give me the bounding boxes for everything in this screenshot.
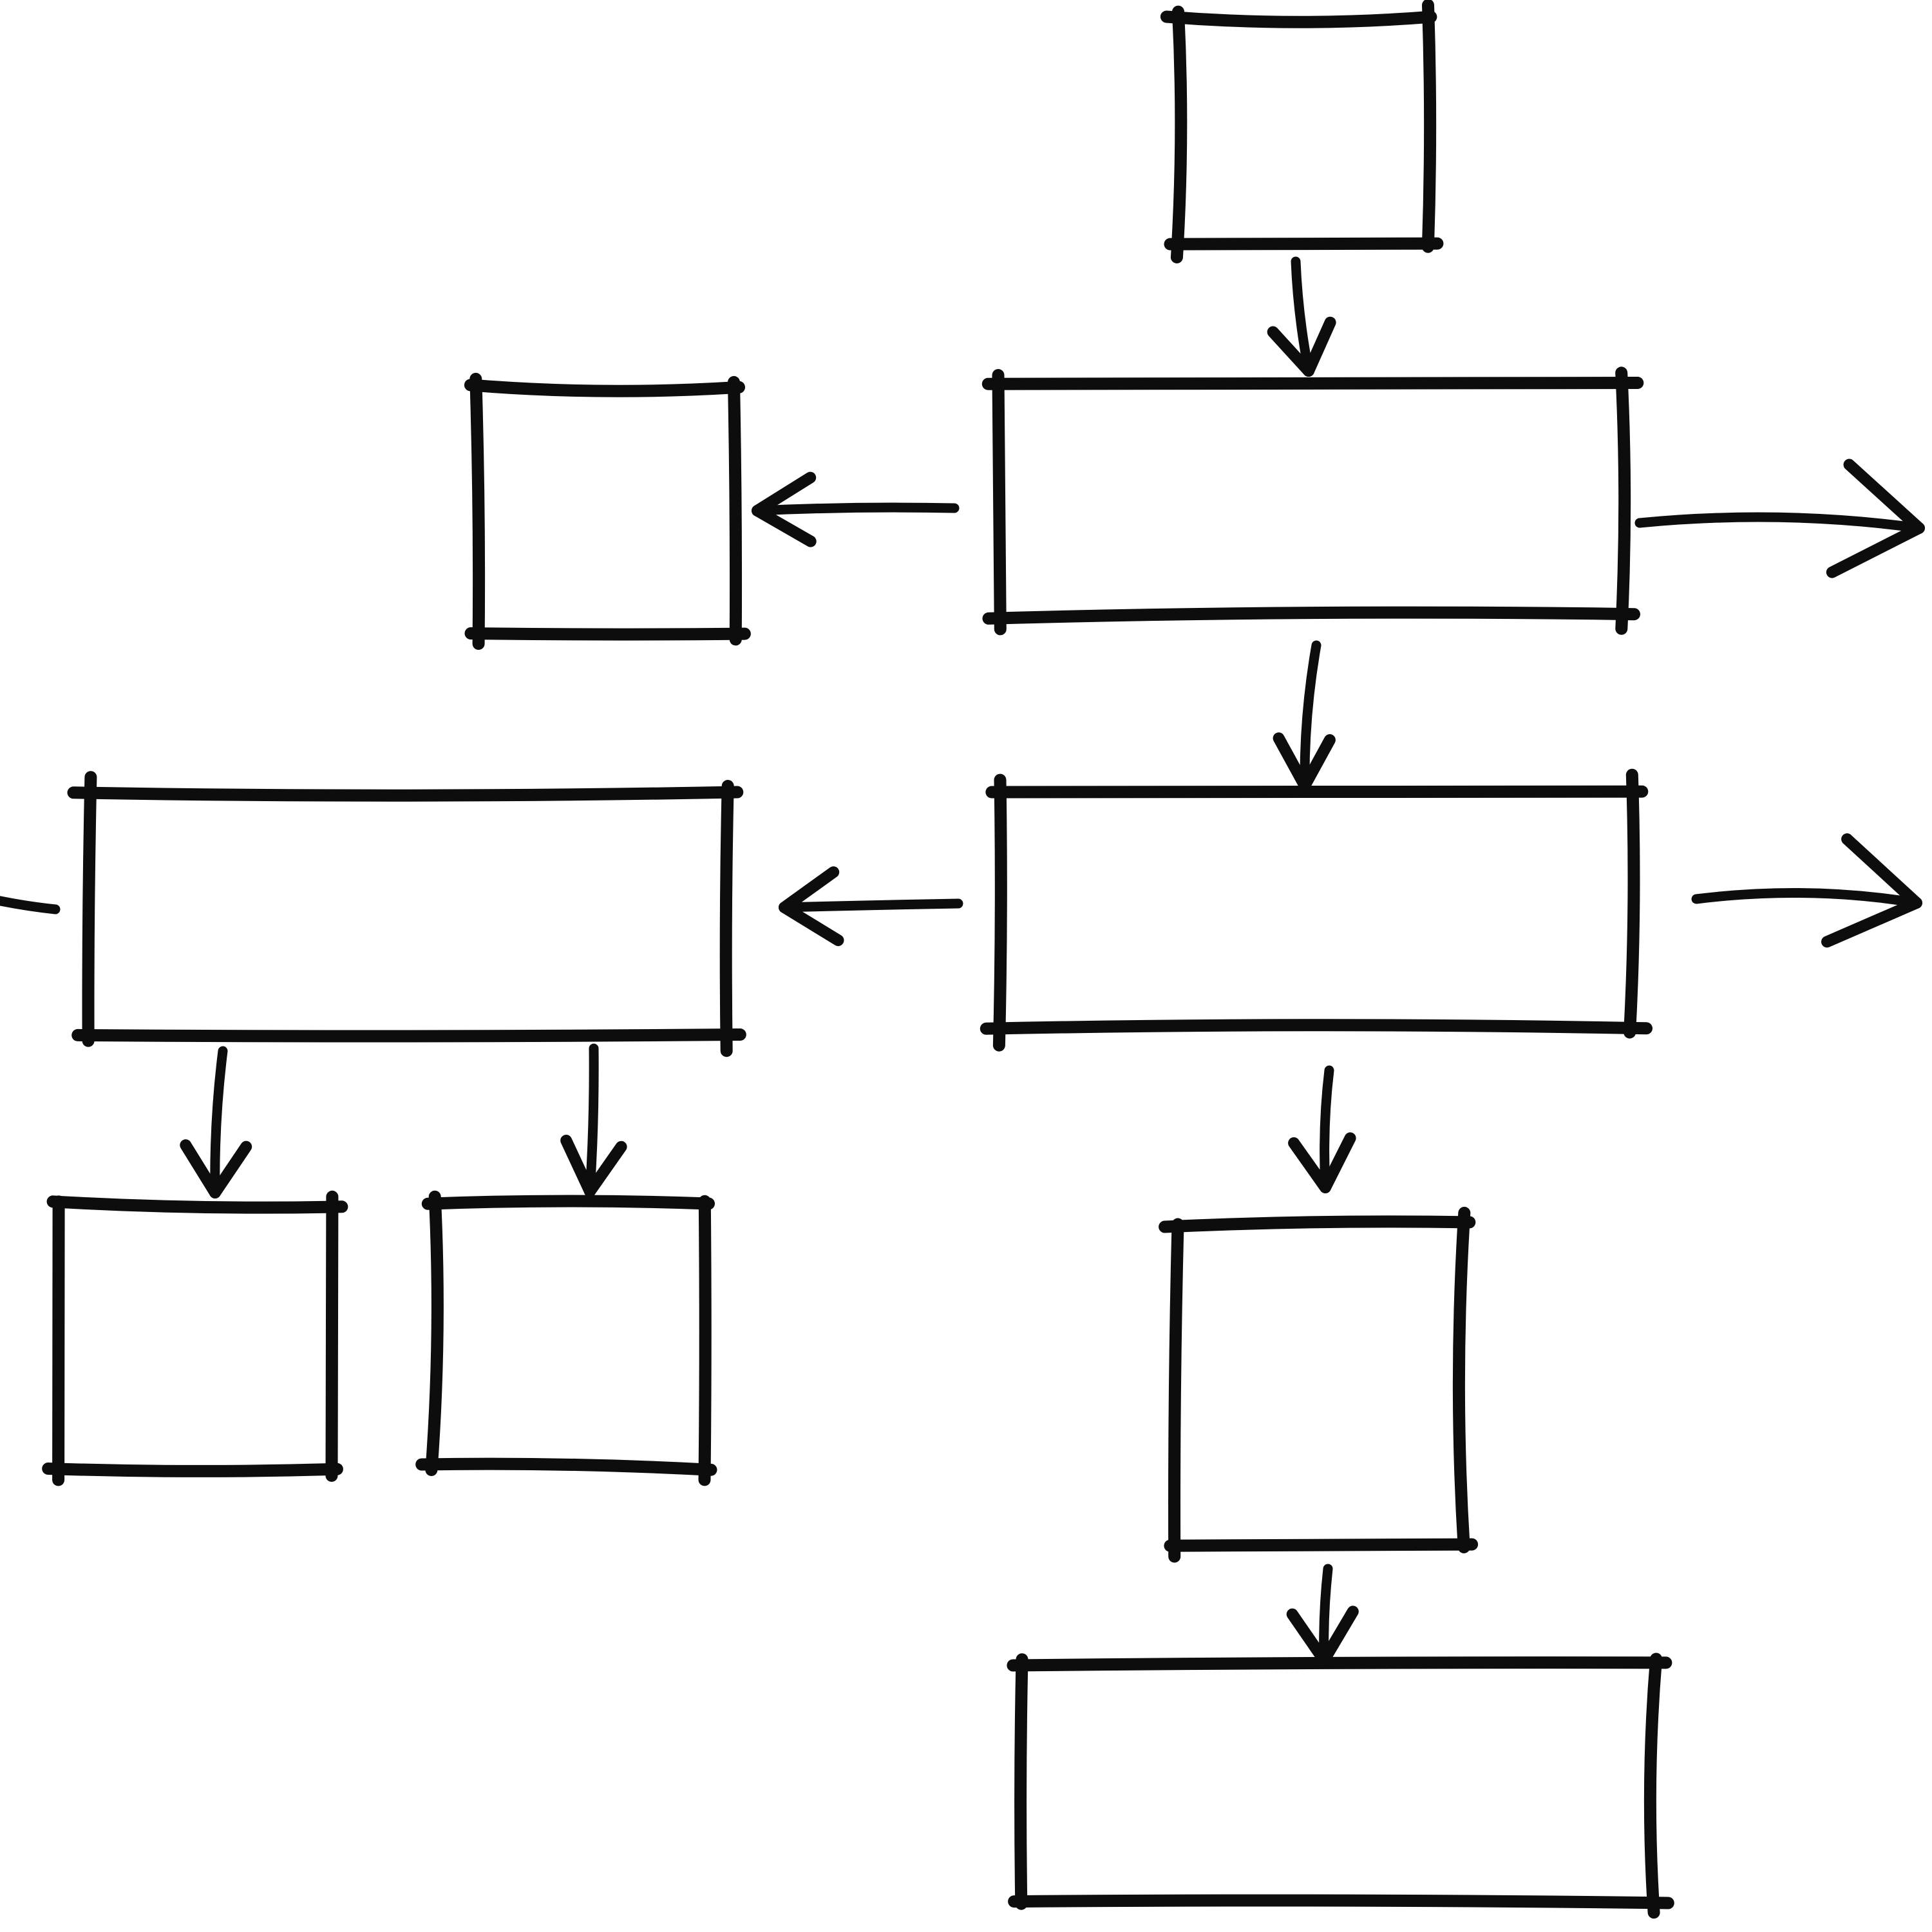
bottom-left-box-a [42, 1190, 348, 1486]
arrow-left-wide-to-box-b [560, 1043, 627, 1197]
left-small-box [464, 372, 751, 650]
top-small-box [1160, 0, 1444, 263]
right-wide-rect [980, 768, 1653, 1052]
bottom-wide-rect [1007, 1653, 1674, 1919]
arrow-left-wide-to-box-a [180, 1046, 252, 1198]
arrow-upper-right-exit [1634, 459, 1925, 578]
arrow-top-to-upper [1267, 256, 1336, 377]
left-wide-rect [67, 771, 746, 1057]
arrow-upper-to-left-small [752, 471, 960, 547]
bottom-left-box-b [415, 1190, 717, 1486]
arrow-small-to-bottom [1286, 1564, 1359, 1666]
arrow-upper-to-right-wide [1273, 640, 1336, 791]
arrow-right-wide-to-small [1288, 1065, 1356, 1193]
right-small-box [1159, 1206, 1479, 1563]
arrow-into-left-wide [779, 866, 963, 947]
arrow-right-wide-exit [1691, 833, 1922, 948]
upper-wide-rect [981, 366, 1644, 636]
stub-left-edge [0, 896, 61, 914]
